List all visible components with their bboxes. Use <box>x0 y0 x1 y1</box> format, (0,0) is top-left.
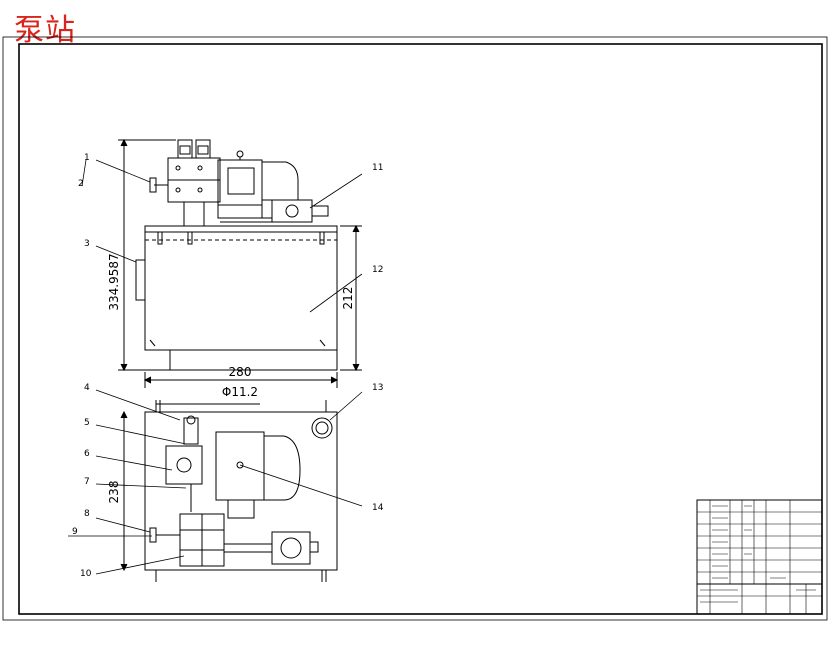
inner-border <box>18 43 823 615</box>
callout-5: 5 <box>84 418 90 428</box>
tank-top-plate <box>144 411 338 571</box>
callout-13: 13 <box>372 383 383 393</box>
motor-top <box>215 431 265 501</box>
dim-top-height: 238 <box>107 481 121 504</box>
drawing-title: 泵站 <box>14 13 76 48</box>
callout-4: 4 <box>84 383 90 393</box>
dim-tank-width: 280 <box>229 365 252 379</box>
front-view <box>118 138 362 405</box>
callout-10: 10 <box>80 569 92 579</box>
tank-side-plate <box>135 259 146 301</box>
tank-body <box>144 225 338 351</box>
pump <box>271 199 313 223</box>
callout-2: 2 <box>78 179 84 189</box>
callout-3: 3 <box>84 239 90 249</box>
callout-7: 7 <box>84 477 90 487</box>
callout-12: 12 <box>372 265 383 275</box>
title-block <box>696 499 823 615</box>
pump-top <box>165 445 203 485</box>
filler-cap <box>311 417 333 439</box>
callout-8: 8 <box>84 509 90 519</box>
junction-box <box>271 531 311 565</box>
callout-labels: 1 2 3 4 5 6 7 8 9 10 11 12 13 14 <box>72 153 384 579</box>
callout-9: 9 <box>72 527 78 537</box>
outer-border <box>2 36 828 621</box>
motor <box>217 159 263 219</box>
callout-6: 6 <box>84 449 90 459</box>
top-view <box>120 400 338 582</box>
dim-tank-height: 212 <box>341 287 355 310</box>
dim-front-height: 334.9587 <box>107 253 121 310</box>
callout-11: 11 <box>372 163 383 173</box>
callout-14: 14 <box>372 503 384 513</box>
dim-pipe-diameter: Φ11.2 <box>222 385 258 399</box>
leader-lines <box>68 159 363 575</box>
callout-1: 1 <box>84 153 90 163</box>
